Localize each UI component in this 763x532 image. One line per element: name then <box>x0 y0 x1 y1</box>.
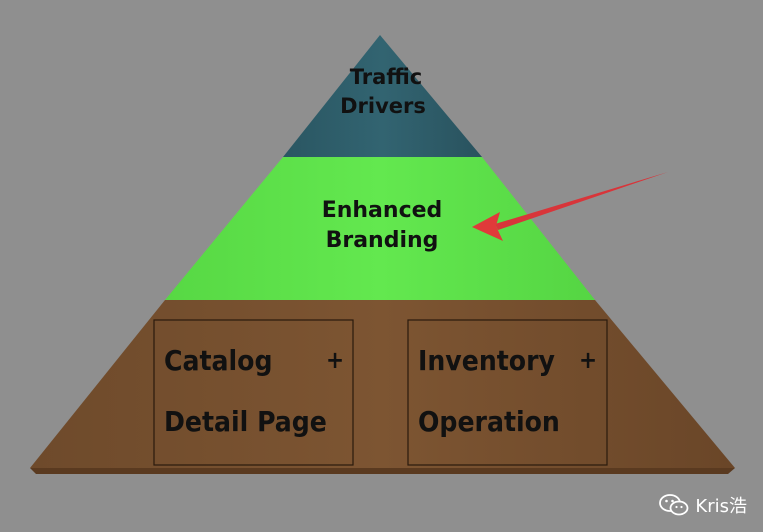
left-box-line2: Detail Page <box>164 405 327 438</box>
middle-tier-label-line1: Enhanced <box>322 198 443 223</box>
right-box-line1: Inventory <box>418 344 555 377</box>
pyramid-middle-tier <box>165 157 595 300</box>
catalog-detail-box <box>153 319 354 466</box>
left-box-plus: + <box>326 346 344 374</box>
pyramid-base-edge <box>30 468 735 474</box>
right-box-line2: Operation <box>418 405 560 438</box>
right-box-plus: + <box>579 346 597 374</box>
left-box-line1: Catalog <box>164 344 273 377</box>
pyramid-base-tier <box>30 300 735 468</box>
middle-tier-label-line2: Branding <box>326 228 439 253</box>
inventory-operation-box <box>407 319 608 466</box>
pyramid-top-tier <box>283 35 482 157</box>
red-pointer-arrow-icon <box>472 172 668 241</box>
top-tier-label-line1: Traffic <box>350 65 422 89</box>
watermark: Kris浩 <box>659 492 747 518</box>
wechat-icon <box>659 494 689 516</box>
watermark-text: Kris浩 <box>695 496 747 517</box>
top-tier-label-line2: Drivers <box>340 94 426 118</box>
